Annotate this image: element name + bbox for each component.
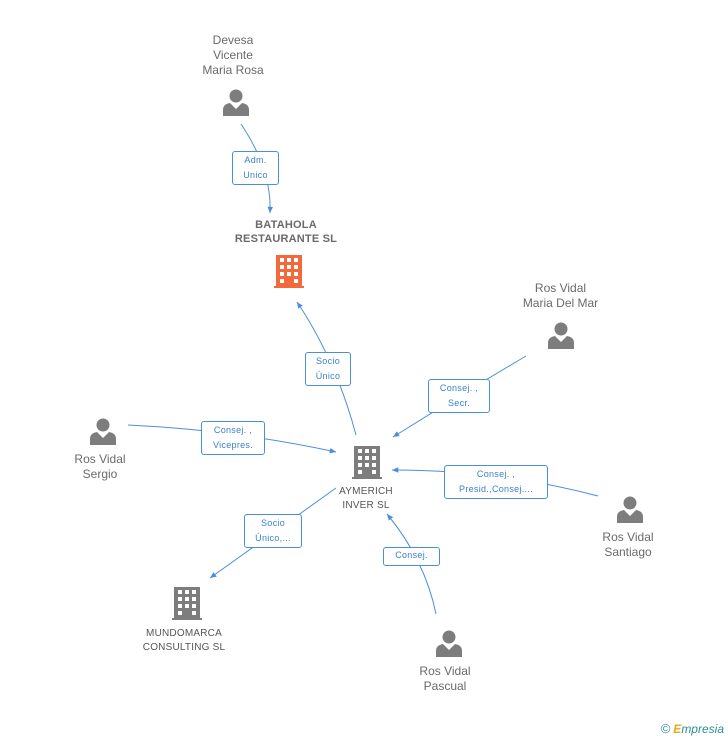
edge-label-aymerich-mundomarca[interactable]: Socio Único,... <box>244 514 302 548</box>
empresia-logo: Empresia <box>673 722 724 736</box>
node-label-pascual[interactable]: Ros Vidal Pascual <box>419 664 471 693</box>
edge-label-sergio-aymerich[interactable]: Consej. , Vicepres. <box>201 421 265 455</box>
edge-label-devesa-batahola[interactable]: Adm. Unico <box>232 151 279 185</box>
node-label-sergio[interactable]: Ros Vidal Sergio <box>74 452 126 481</box>
building-icon[interactable] <box>172 587 202 620</box>
copyright-symbol: © <box>660 721 671 736</box>
node-label-batahola[interactable]: BATAHOLA RESTAURANTE SL <box>234 219 338 245</box>
edge-label-pascual-aymerich[interactable]: Consej. <box>383 547 440 566</box>
person-icon[interactable] <box>616 495 644 523</box>
edge-label-maria-aymerich[interactable]: Consej. , Secr. <box>428 379 490 413</box>
empresia-footer: ©Empresia <box>661 721 724 736</box>
edge-label-santiago-aymerich[interactable]: Consej. , Presid.,Consej.... <box>444 465 548 499</box>
person-icon[interactable] <box>89 417 117 445</box>
building-icon[interactable] <box>274 255 304 288</box>
person-icon[interactable] <box>547 321 575 349</box>
node-label-aymerich[interactable]: AYMERICH INVER SL <box>339 486 393 511</box>
node-label-santiago[interactable]: Ros Vidal Santiago <box>602 530 654 559</box>
node-label-devesa[interactable]: Devesa Vicente Maria Rosa <box>202 33 264 77</box>
node-label-maria-del-mar[interactable]: Ros Vidal Maria Del Mar <box>522 281 599 310</box>
person-icon[interactable] <box>435 629 463 657</box>
node-label-mundomarca[interactable]: MUNDOMARCA CONSULTING SL <box>142 628 226 653</box>
edge-label-aymerich-batahola[interactable]: Socio Único <box>305 352 351 386</box>
building-icon[interactable] <box>352 446 382 479</box>
person-icon[interactable] <box>222 88 250 116</box>
